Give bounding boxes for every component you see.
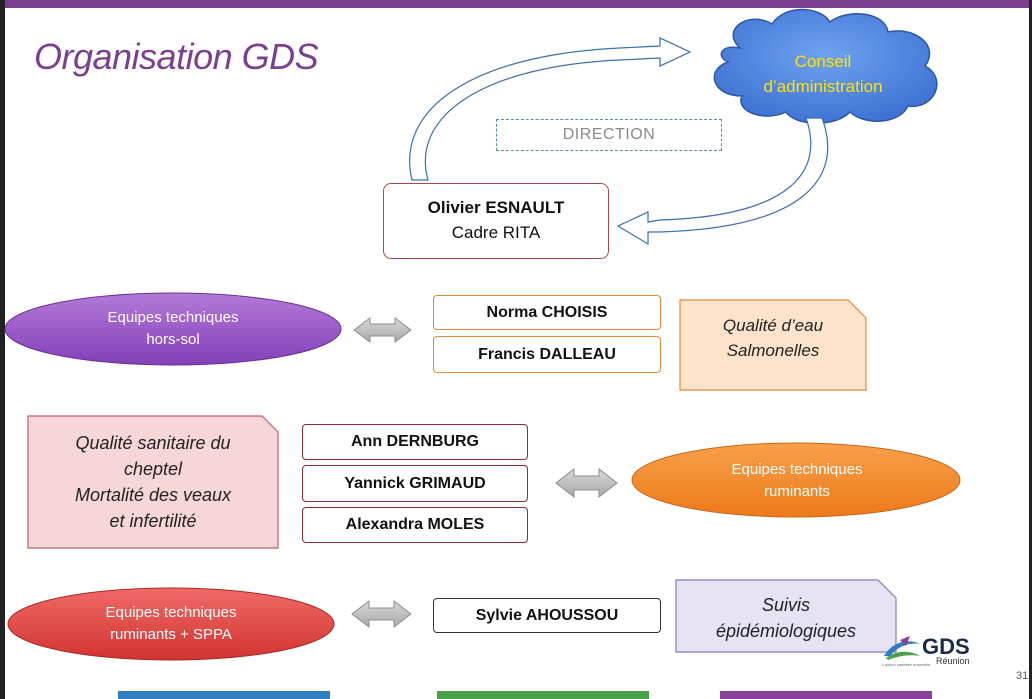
logo-region: Réunion — [936, 656, 970, 666]
person-box: Norma CHOISIS — [433, 295, 661, 330]
note-line: cheptel — [123, 459, 183, 480]
person-box: Ann DERNBURG — [302, 424, 528, 460]
note-line: Mortalité des veaux — [74, 485, 232, 506]
person-name: Sylvie AHOUSSOU — [475, 606, 619, 624]
double-arrow-sppa — [351, 599, 412, 629]
note-ruminants-shape — [27, 415, 279, 549]
footer-bar-purple — [720, 691, 932, 699]
person-box: Sylvie AHOUSSOU — [433, 598, 661, 633]
director-role: Cadre RITA — [451, 223, 541, 242]
note-line: Salmonelles — [726, 340, 820, 360]
director-name: Olivier ESNAULT — [427, 198, 565, 218]
note-line: Qualité d’eau — [722, 316, 824, 335]
person-box: Alexandra MOLES — [302, 507, 528, 543]
team-sppa-line1: Equipes techniques — [105, 604, 237, 621]
person-name: Francis DALLEAU — [478, 345, 616, 363]
team-hors-sol-line2: hors-sol — [146, 330, 200, 348]
curved-arrow-to-board — [409, 37, 692, 181]
note-ruminants-text: Qualité sanitaire du cheptel Mortalité d… — [28, 430, 278, 534]
person-name: Norma CHOISIS — [486, 303, 608, 321]
page-number: 31 — [1016, 670, 1029, 682]
team-ruminants-ellipse — [631, 442, 961, 518]
person-name: Yannick GRIMAUD — [344, 474, 486, 492]
director-box: Olivier ESNAULT Cadre RITA — [383, 183, 609, 259]
note-line: et infertilité — [109, 511, 197, 532]
direction-label: DIRECTION — [562, 126, 656, 143]
team-sppa-ellipse — [7, 587, 335, 661]
person-name: Ann DERNBURG — [351, 433, 479, 450]
team-hors-sol-line1: Equipes techniques — [107, 309, 239, 326]
person-box: Yannick GRIMAUD — [302, 465, 528, 502]
team-sppa-line2: ruminants + SPPA — [110, 625, 232, 643]
double-arrow-ruminants — [555, 467, 618, 499]
page-title: Organisation GDS — [34, 36, 319, 77]
logo-swoosh-icon — [884, 636, 920, 660]
team-sppa-label: Equipes techniques ruminants + SPPA — [28, 602, 314, 646]
direction-label-box: DIRECTION — [496, 119, 722, 151]
person-box: Francis DALLEAU — [433, 336, 661, 373]
note-line: Qualité sanitaire du — [75, 433, 231, 453]
slide-border-right — [1029, 0, 1032, 699]
note-sppa-shape — [675, 579, 897, 653]
board-label-line1: Conseil — [794, 52, 852, 71]
double-arrow-hors-sol — [353, 317, 412, 343]
note-line: épidémiologiques — [715, 621, 857, 642]
team-ruminants-line2: ruminants — [764, 482, 830, 500]
person-name: Alexandra MOLES — [345, 516, 485, 533]
top-accent-bar — [0, 0, 1032, 8]
note-sppa-text: Suivis épidémiologiques — [676, 592, 896, 644]
note-hors-sol-text: Qualité d’eau Salmonelles — [680, 314, 866, 363]
team-hors-sol-label: Equipes techniques hors-sol — [30, 307, 316, 351]
note-hors-sol-shape — [679, 299, 867, 391]
curved-arrow-to-director — [616, 117, 829, 246]
board-label: Conseil d’administration — [718, 50, 928, 99]
board-cloud-shape — [713, 8, 938, 124]
logo-name: GDS — [922, 634, 970, 659]
slide-border-left — [0, 0, 5, 699]
footer-bar-blue — [118, 691, 330, 699]
gds-logo: GDS Réunion L'action sanitaire ensemble — [882, 634, 992, 668]
footer-bar-green — [437, 691, 649, 699]
team-ruminants-label: Equipes techniques ruminants — [652, 459, 942, 503]
logo-tagline: L'action sanitaire ensemble — [882, 662, 931, 667]
note-line: Suivis — [761, 595, 810, 615]
team-hors-sol-ellipse — [4, 292, 342, 366]
board-label-line2: d’administration — [763, 76, 883, 96]
team-ruminants-line1: Equipes techniques — [731, 461, 863, 478]
